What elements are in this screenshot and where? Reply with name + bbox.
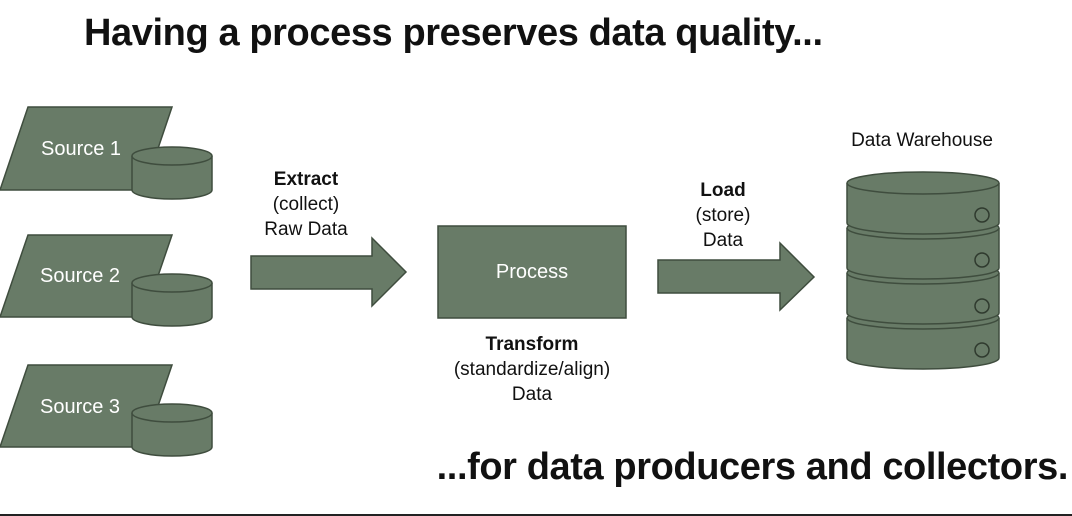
source-3-shape	[0, 364, 213, 457]
data-warehouse-icon	[846, 171, 1000, 370]
source-1-database-icon	[131, 146, 213, 200]
process-box	[437, 225, 627, 319]
source-2-database-icon	[131, 273, 213, 327]
source-3-label: Source 3	[40, 396, 121, 418]
load-line-1: (store)	[695, 205, 751, 226]
extract-line-1: (collect)	[272, 194, 340, 215]
source-1-label: Source 1	[41, 138, 122, 160]
data-warehouse-label: Data Warehouse	[851, 130, 993, 151]
transform-line-2: Data	[511, 384, 553, 405]
process-label: Process	[495, 260, 569, 283]
transform-line-1: (standardize/align)	[453, 359, 611, 380]
load-line-2: Data	[702, 230, 744, 251]
source-2-label: Source 2	[40, 265, 121, 287]
warehouse-disk-4-led-icon	[974, 342, 990, 358]
transform-caption: Transform (standardize/align) Data	[422, 332, 642, 407]
source-2-shape	[0, 234, 213, 327]
slide-title: Having a process preserves data quality.…	[84, 12, 823, 54]
extract-line-2: Raw Data	[264, 219, 348, 240]
warehouse-disk-1-led-icon	[974, 207, 990, 223]
load-heading: Load	[700, 180, 746, 201]
bottom-divider	[0, 514, 1072, 516]
source-3-database-icon	[131, 403, 213, 457]
extract-heading: Extract	[273, 169, 339, 190]
warehouse-disk-1	[846, 171, 1000, 235]
source-1-shape	[0, 106, 213, 200]
load-caption: Load (store) Data	[663, 178, 783, 253]
extract-caption: Extract (collect) Raw Data	[236, 167, 376, 242]
transform-heading: Transform	[485, 334, 579, 355]
extract-arrow	[250, 236, 408, 308]
slide-footer: ...for data producers and collectors.	[436, 446, 1069, 488]
warehouse-disk-2-led-icon	[974, 252, 990, 268]
warehouse-disk-3-led-icon	[974, 298, 990, 314]
load-arrow	[657, 241, 816, 312]
